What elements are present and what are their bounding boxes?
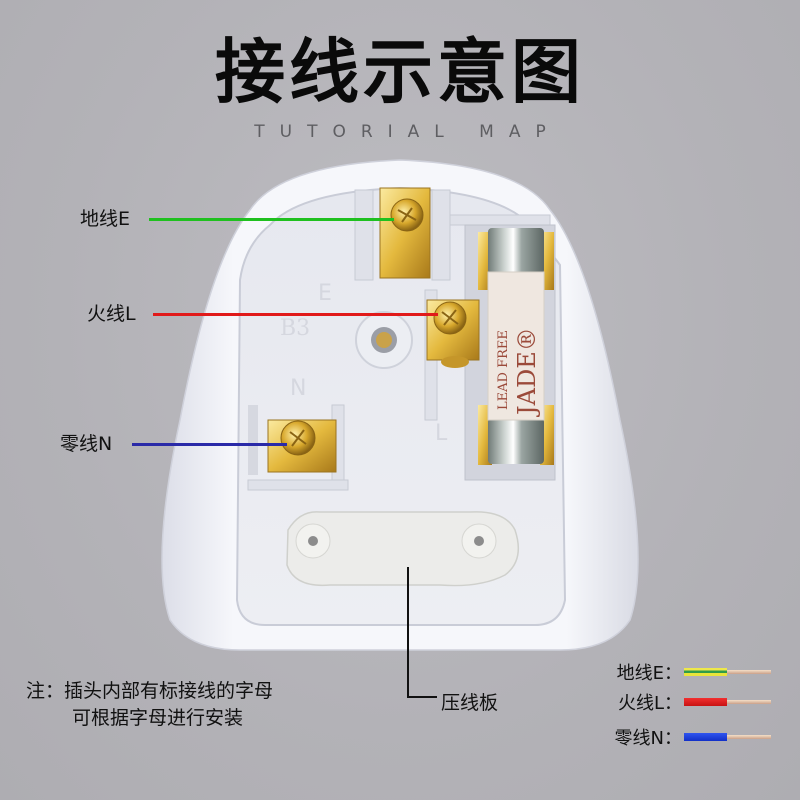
fuse-text-brand: JADE® <box>513 327 541 418</box>
legend-earth: 地线E： <box>600 660 771 684</box>
callout-earth-line <box>149 218 394 221</box>
legend-neutral-label: 零线N： <box>614 728 682 749</box>
legend-live-label: 火线L： <box>617 693 682 714</box>
fuse: LEAD FREE JADE® <box>478 228 554 465</box>
earth-terminal <box>379 187 431 279</box>
pressplate-line-vertical <box>407 567 409 697</box>
live-terminal <box>426 299 480 368</box>
marking-b3: B3 <box>280 316 310 341</box>
note-line-1: 注：插头内部有标接线的字母 <box>26 680 274 702</box>
cord-grip-plate <box>286 511 520 587</box>
wire-earth-copper <box>727 670 771 674</box>
pressplate-label: 压线板 <box>441 692 499 714</box>
callout-live-line <box>153 313 438 316</box>
note-line-2: 可根据字母进行安装 <box>72 707 244 729</box>
wire-live-copper <box>727 700 771 704</box>
wire-earth-insulation <box>684 668 727 676</box>
fuse-text-lead-free: LEAD FREE <box>496 330 511 410</box>
legend-live: 火线L： <box>600 690 771 714</box>
wire-live-insulation <box>684 698 727 706</box>
page-title: 接线示意图 <box>215 31 585 113</box>
legend-neutral: 零线N： <box>600 725 771 749</box>
callout-neutral-line <box>132 443 287 446</box>
wire-neutral-copper <box>727 735 771 739</box>
svg-text:L: L <box>435 421 448 446</box>
svg-text:E: E <box>318 281 332 306</box>
installation-note: 注：插头内部有标接线的字母 可根据字母进行安装 <box>26 678 273 732</box>
legend-earth-label: 地线E： <box>616 663 682 684</box>
pressplate-line-horizontal <box>407 696 437 698</box>
wire-neutral-insulation <box>684 733 727 741</box>
svg-text:N: N <box>290 376 306 401</box>
callout-live-label: 火线L <box>87 303 136 325</box>
page-subtitle: TUTORIAL MAP <box>254 122 561 142</box>
callout-neutral-label: 零线N <box>60 433 113 455</box>
neutral-terminal <box>267 419 337 473</box>
callout-earth-label: 地线E <box>80 208 131 230</box>
